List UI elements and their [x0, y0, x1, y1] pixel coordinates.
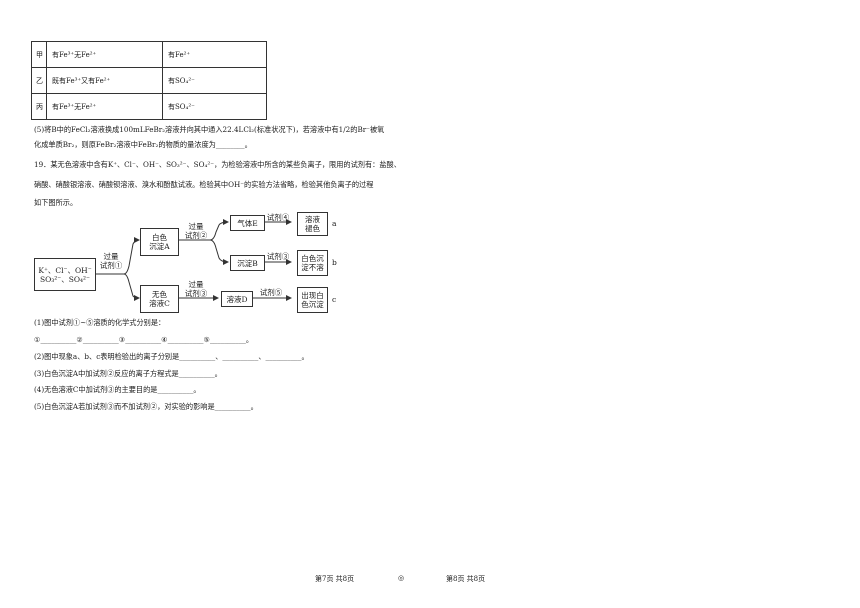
result-b-box: 白色沉 淀不溶 — [297, 250, 328, 276]
options-table: 甲 有Fe³⁺无Fe²⁺ 有Fe²⁺ 乙 既有Fe³⁺又有Fe²⁺ 有SO₄²⁻… — [31, 41, 267, 120]
table-cell: 有Fe³⁺无Fe²⁺ — [46, 93, 163, 120]
result-a-line1: 溶液 — [305, 215, 320, 224]
reagent1-label: 过量 试剂① — [98, 252, 124, 270]
result-a-line2: 褪色 — [305, 224, 320, 233]
white-ppt-a-line1: 白色 — [152, 233, 167, 242]
reagent3-label: 过量 试剂③ — [182, 280, 210, 298]
table-cell: 有Fe²⁺ — [162, 41, 267, 68]
colorless-solution-c-box: 无色 溶液C — [140, 285, 179, 313]
result-c-line2: 色沉淀 — [301, 300, 324, 309]
table-row: 丙 有Fe³⁺无Fe²⁺ 有SO₄²⁻ — [31, 93, 267, 120]
question-3: (3)白色沉淀A中加试剂②反应的离子方程式是__________。 — [34, 369, 222, 378]
q5-line2: 化成单质Br₂，则原FeBr₂溶液中FeBr₂的物质的量浓度为________。 — [34, 140, 252, 149]
reagent5-label: 试剂⑤ — [259, 288, 283, 297]
question-1-blanks: ①__________②__________③__________④______… — [34, 335, 254, 344]
table-row: 乙 既有Fe³⁺又有Fe²⁺ 有SO₄²⁻ — [31, 67, 267, 94]
result-b-line1: 白色沉 — [301, 254, 324, 263]
solution-d-box: 溶液D — [221, 291, 253, 307]
start-ions-line1: K⁺、Cl⁻、OH⁻ — [38, 265, 92, 275]
q19-line1: 19．某无色溶液中含有K⁺、Cl⁻、OH⁻、SO₃²⁻、SO₄²⁻，为检验溶液中… — [34, 160, 401, 169]
precipitate-b-box: 沉淀B — [230, 255, 265, 271]
colorless-c-line2: 溶液C — [149, 299, 170, 308]
q19-line2: 硝酸、硝酸银溶液、硝酸钡溶液、溴水和酚酞试液。检验其中OH⁻的实验方法省略，检验… — [34, 180, 374, 189]
gas-e-box: 气体E — [230, 215, 265, 231]
start-ions-line2: SO₃²⁻、SO₄²⁻ — [39, 274, 91, 284]
q19-line3: 如下图所示。 — [34, 198, 78, 207]
reagent1-line2: 试剂① — [99, 261, 123, 270]
mark-a: a — [332, 219, 337, 228]
reagent3-line2: 试剂③ — [184, 289, 208, 298]
row-label: 丙 — [31, 93, 47, 120]
white-ppt-a-line2: 沉淀A — [149, 242, 170, 251]
footer-right-page-number: 第8页 共8页 — [446, 575, 486, 583]
result-b-line2: 淀不溶 — [301, 263, 324, 272]
footer-center-mark: ◎ — [398, 574, 405, 582]
reagent2-line1: 过量 — [188, 222, 204, 231]
question-2: (2)图中现象a、b、c表明检验出的离子分别是__________、______… — [34, 352, 309, 361]
reagent3-top-label: 试剂③ — [266, 252, 290, 261]
result-c-box: 出现白 色沉淀 — [297, 287, 328, 313]
q5-line1: (5)将B中的FeCl₂溶液换成100mLFeBr₂溶液并向其中通入22.4LC… — [34, 125, 385, 134]
result-c-line1: 出现白 — [301, 291, 324, 300]
colorless-c-line1: 无色 — [152, 290, 167, 299]
white-precipitate-a-box: 白色 沉淀A — [140, 228, 179, 256]
mark-c: c — [332, 295, 337, 304]
start-ions-box: K⁺、Cl⁻、OH⁻ SO₃²⁻、SO₄²⁻ — [34, 258, 96, 291]
reagent1-line1: 过量 — [103, 252, 119, 261]
reagent2-line2: 试剂② — [184, 231, 208, 240]
reagent2-label: 过量 试剂② — [182, 222, 210, 240]
question-4: (4)无色溶液C中加试剂③的主要目的是__________。 — [34, 385, 201, 394]
table-row: 甲 有Fe³⁺无Fe²⁺ 有Fe²⁺ — [31, 41, 267, 68]
result-a-box: 溶液 褪色 — [297, 212, 328, 236]
question-1: (1)图中试剂①~⑤溶质的化学式分别是： — [34, 318, 166, 327]
mark-b: b — [332, 258, 337, 267]
reagent3-line1: 过量 — [188, 280, 204, 289]
footer-left-page-number: 第7页 共8页 — [315, 575, 355, 583]
reagent4-label: 试剂④ — [266, 213, 290, 222]
table-cell: 有SO₄²⁻ — [162, 93, 267, 120]
question-5: (5)白色沉淀A若加试剂③而不加试剂②，对实验的影响是__________。 — [34, 402, 258, 411]
